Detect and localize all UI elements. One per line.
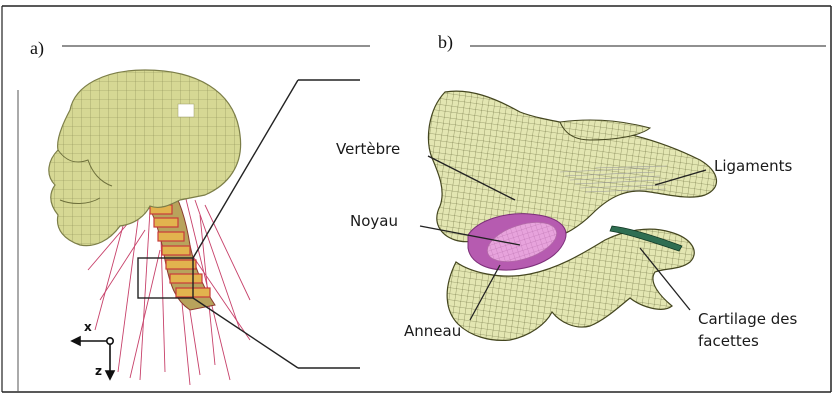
axis-z-label: z <box>95 364 102 378</box>
axis-x-label: x <box>84 320 92 334</box>
callout-vertebre: Vertèbre <box>336 140 400 158</box>
axes-gizmo <box>72 337 114 379</box>
callout-cartilage-line2: facettes <box>698 332 759 350</box>
callout-ligaments: Ligaments <box>714 157 792 175</box>
panel-a-model <box>49 70 360 385</box>
callout-anneau: Anneau <box>404 322 461 340</box>
callout-noyau: Noyau <box>350 212 398 230</box>
callout-cartilage-line1: Cartilage des <box>698 310 797 328</box>
panel-a-label: a) <box>30 38 44 59</box>
panel-b-label: b) <box>438 32 453 53</box>
panel-b-model <box>420 91 716 340</box>
upper-vertebra <box>428 91 716 242</box>
